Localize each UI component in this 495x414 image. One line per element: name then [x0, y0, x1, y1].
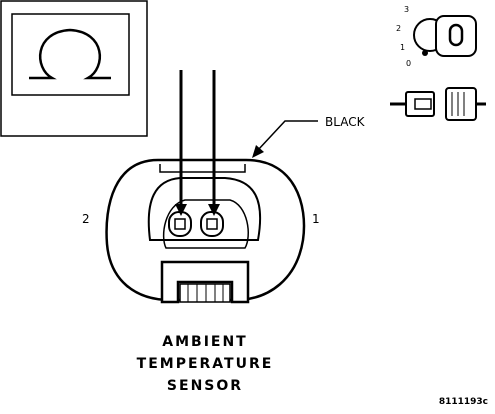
ignition-key-icon: 3 2 1 0 — [396, 5, 477, 68]
connector-plug-half — [405, 91, 435, 117]
ignition-indicator-dot — [422, 50, 428, 56]
connector-name-line-1: AMBIENT — [162, 334, 247, 350]
pin-number-right: 1 — [312, 212, 320, 226]
ohm-symbol-icon — [29, 28, 111, 80]
color-callout: BLACK — [252, 115, 366, 158]
disconnected-connector-icon — [390, 87, 486, 121]
pin-number-left: 2 — [82, 212, 90, 226]
ignition-position-1: 1 — [400, 43, 405, 52]
lock-tab-grip — [179, 283, 231, 303]
ignition-position-0: 0 — [406, 59, 411, 68]
connector-name: AMBIENT TEMPERATURE SENSOR — [137, 334, 274, 394]
figure-code: 8111193c — [439, 397, 488, 407]
callout-leader-line — [257, 120, 318, 151]
key-hole-icon — [448, 23, 464, 47]
connector-receptacle-half — [445, 87, 477, 121]
ohmmeter-display-frame — [11, 13, 130, 96]
pin-cavity-housing — [147, 177, 262, 241]
connector-name-line-3: SENSOR — [167, 378, 243, 394]
ohmmeter-panel — [0, 0, 148, 137]
key-head-icon — [435, 15, 477, 57]
ohmmeter-outer-frame — [0, 0, 148, 137]
connector-name-line-2: TEMPERATURE — [137, 356, 274, 372]
ignition-position-3: 3 — [404, 5, 409, 14]
locking-tab — [160, 260, 250, 304]
probe-arrow-left — [175, 204, 187, 216]
connector-color-label: BLACK — [325, 115, 366, 129]
ignition-position-2: 2 — [396, 24, 401, 33]
meter-probe-leads — [175, 70, 220, 216]
callout-arrowhead — [252, 145, 264, 158]
connector-face — [105, 158, 306, 304]
connector-top-ridge — [159, 164, 246, 173]
probe-arrow-right — [208, 204, 220, 216]
